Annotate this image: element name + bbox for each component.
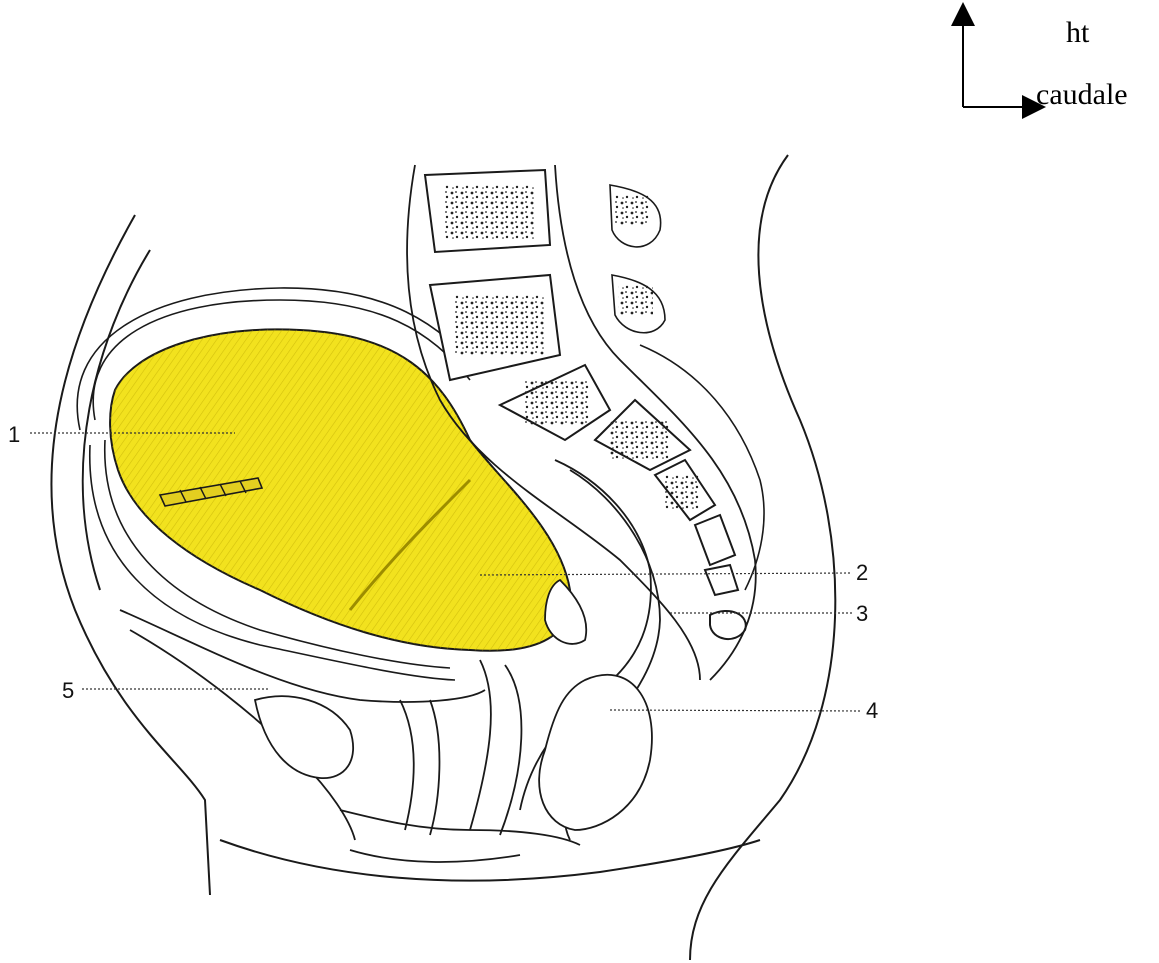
callout-label-4: 4: [866, 700, 878, 722]
callout-label-5: 5: [62, 680, 74, 702]
spinous-processes: [610, 185, 764, 590]
vertebra-6: [695, 515, 735, 565]
callout-label-3: 3: [856, 603, 868, 625]
orientation-up-label: ht: [1066, 18, 1089, 48]
coccyx: [710, 611, 746, 639]
uterus: [110, 329, 570, 650]
callout-label-2: 2: [856, 562, 868, 584]
callout-label-1: 1: [8, 424, 20, 446]
pubic-bone: [255, 696, 353, 778]
orientation-arrows: [963, 14, 1034, 107]
vertebra-7: [705, 565, 738, 595]
orientation-right-label: caudale: [1036, 80, 1128, 110]
rectum: [539, 675, 652, 830]
